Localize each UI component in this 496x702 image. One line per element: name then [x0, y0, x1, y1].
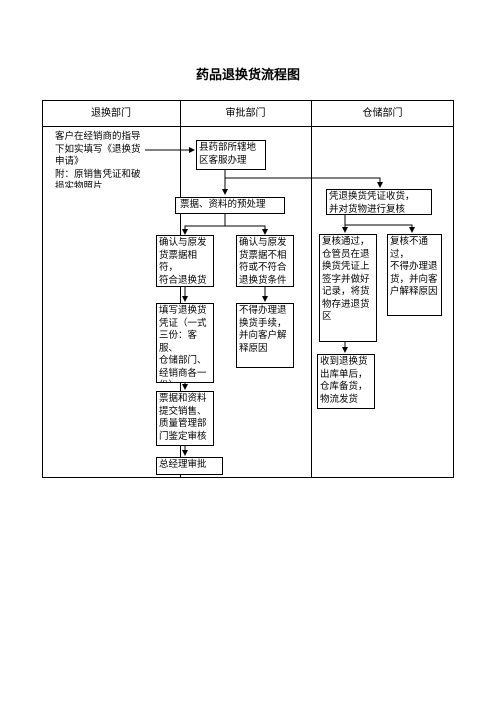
node-fill-return-voucher: 填写退换货 凭证（一式 三份：客服、 仓储部门、 经销商各一 份）	[156, 303, 214, 383]
node-refuse-return: 不得办理退 换货手续， 并向客户解 释原因	[236, 303, 294, 368]
arrow-preprocess-to-nomatch	[225, 225, 268, 235]
node-warehouse-receive-check: 凭退换货凭证收货， 并对货物进行复核	[326, 189, 432, 215]
node-regional-service: 县药部所辖地 区客服办理	[196, 140, 266, 170]
node-matches-original: 确认与原发 货票据相符， 符合退换货 条件	[156, 235, 214, 287]
column-divider	[311, 100, 312, 478]
arrow-preprocess-to-match	[182, 214, 226, 235]
column-header-return-dept: 退换部门	[91, 108, 131, 119]
node-does-not-match: 确认与原发 货票据不相 符或不符合 退换货条件	[236, 235, 294, 287]
node-ship-goods: 收到退换货 出库单后， 仓库备货， 物流发货	[317, 354, 375, 409]
column-header-warehouse-dept: 仓储部门	[362, 108, 403, 119]
node-gm-approval: 总经理审批	[156, 457, 223, 475]
page-title: 药品退换货流程图	[195, 68, 300, 83]
node-preprocessing: 票据、资料的预处理	[175, 197, 285, 214]
node-submit-for-review: 票据和资料 提交销售、 质量管理部 门鉴定审核	[156, 391, 214, 446]
arrow-service-to-warehouse	[225, 177, 383, 188]
column-header-approval-dept: 审批部门	[225, 108, 266, 119]
header-row	[42, 100, 454, 127]
arrow-receive-to-fail	[345, 224, 415, 233]
node-check-passed: 复核通过， 仓管员在退 换货凭证上 签字并做好 记录，将货 物存进退货 区	[319, 234, 377, 342]
column-divider	[180, 100, 181, 478]
node-customer-application: 客户在经销商的指导下如实填写《退换货申请》 附：原销售凭证和破损实物照片	[52, 129, 145, 189]
flowchart-table	[42, 100, 454, 478]
node-check-failed: 复核不通过， 不得办理退 货，并向客 户解释原因	[387, 234, 442, 316]
